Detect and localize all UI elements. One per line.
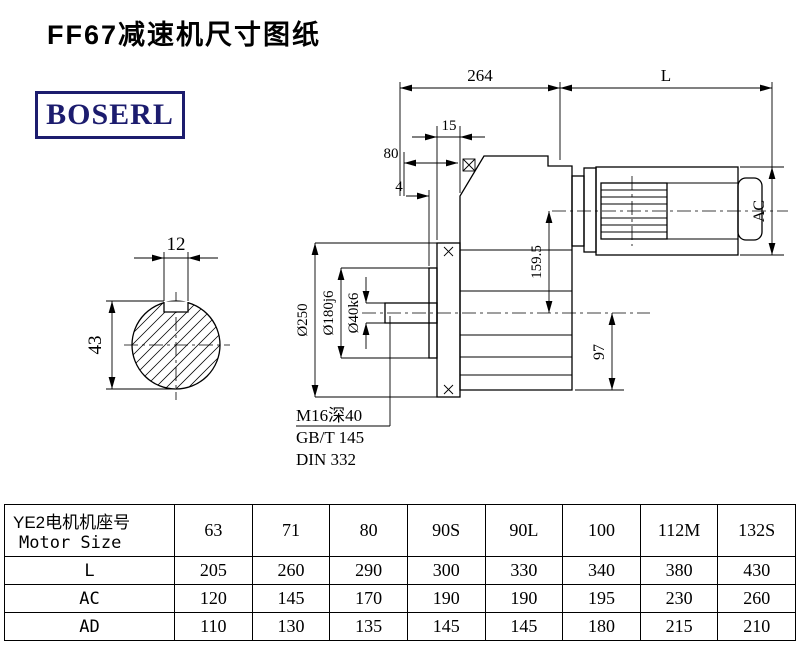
page-title: FF67减速机尺寸图纸 xyxy=(47,20,322,50)
table-cell: 180 xyxy=(562,612,641,641)
table-cell: 130 xyxy=(251,612,331,641)
motor-adapter xyxy=(571,167,597,253)
table-cell: 260 xyxy=(717,584,796,613)
table-cell: 380 xyxy=(639,556,719,585)
thread-note: M16深40 GB/T 145 DIN 332 xyxy=(296,316,391,469)
table-cell: 120 xyxy=(174,584,253,613)
dim-43-label: 43 xyxy=(85,336,106,355)
row-label-L: L xyxy=(4,556,175,585)
table-cell: 145 xyxy=(406,612,486,641)
dim-97-label: 97 xyxy=(591,344,608,360)
table-row-AC: AC 120 145 170 190 190 195 230 260 xyxy=(4,584,796,613)
header-motor-size-en: Motor Size xyxy=(19,533,122,553)
table-cell: 190 xyxy=(406,584,486,613)
table-cell: 330 xyxy=(484,556,564,585)
table-cell: 110 xyxy=(174,612,253,641)
table-cell: 340 xyxy=(562,556,641,585)
header-size-132s: 132S xyxy=(717,504,796,557)
header-size-112m: 112M xyxy=(639,504,719,557)
dim-15-label: 15 xyxy=(442,118,457,134)
header-size-100: 100 xyxy=(562,504,641,557)
header-size-90l: 90L xyxy=(484,504,564,557)
dim-12-label: 12 xyxy=(167,234,186,255)
dia-250-label: Ø250 xyxy=(295,303,311,336)
header-motor-size: YE2电机机座号 Motor Size xyxy=(4,504,175,557)
centerlines xyxy=(124,176,788,400)
table-cell: 135 xyxy=(329,612,408,641)
table-cell: 190 xyxy=(484,584,564,613)
table-header-row: YE2电机机座号 Motor Size 63 71 80 90S 90L 100… xyxy=(4,504,796,557)
table-cell: 145 xyxy=(251,584,331,613)
gearbox-body xyxy=(459,155,573,391)
boserl-logo: BOSERL xyxy=(35,91,185,139)
dia-180-label: Ø180j6 xyxy=(321,290,337,336)
dia-40-label: Ø40k6 xyxy=(346,292,362,333)
dim-159-label: 159.5 xyxy=(529,245,545,279)
row-label-AD: AD xyxy=(4,612,175,641)
row-label-AC: AC xyxy=(4,584,175,613)
table-cell: 260 xyxy=(251,556,331,585)
shaft-end-view xyxy=(131,300,221,390)
header-size-80: 80 xyxy=(329,504,408,557)
dim-4-label: 4 xyxy=(395,179,403,195)
table-cell: 300 xyxy=(406,556,486,585)
table-row-L: L 205 260 290 300 330 340 380 430 xyxy=(4,556,796,585)
thread-note-gb: GB/T 145 xyxy=(296,428,364,447)
table-row-AD: AD 110 130 135 145 145 180 215 210 xyxy=(4,612,796,641)
table-cell: 170 xyxy=(329,584,408,613)
motor-body xyxy=(595,166,763,256)
dim-264-label: 264 xyxy=(467,66,493,85)
output-shaft xyxy=(384,302,438,324)
table-cell: 195 xyxy=(562,584,641,613)
keyway-slot xyxy=(164,301,188,312)
thread-note-din: DIN 332 xyxy=(296,450,356,469)
technical-drawing: 264 L 15 80 4 AC 159.5 97 Ø250 xyxy=(85,66,788,469)
header-size-63: 63 xyxy=(174,504,253,557)
boserl-logo-text: BOSERL xyxy=(46,98,174,131)
table-cell: 205 xyxy=(174,556,253,585)
table-cell: 210 xyxy=(717,612,796,641)
dim-80-label: 80 xyxy=(384,146,399,162)
dimension-lines: 264 L 15 80 4 AC 159.5 97 Ø250 xyxy=(85,66,784,398)
table-cell: 290 xyxy=(329,556,408,585)
header-size-90s: 90S xyxy=(406,504,486,557)
header-motor-size-cn: YE2电机机座号 xyxy=(13,513,131,532)
motor-size-table: YE2电机机座号 Motor Size 63 71 80 90S 90L 100… xyxy=(4,504,796,641)
thread-note-m16: M16深40 xyxy=(296,406,362,425)
table-cell: 145 xyxy=(484,612,564,641)
table-cell: 430 xyxy=(717,556,796,585)
table-cell: 215 xyxy=(639,612,719,641)
dim-L-label: L xyxy=(661,66,671,85)
mounting-flange xyxy=(428,242,461,398)
header-size-71: 71 xyxy=(251,504,331,557)
dim-AC-label: AC xyxy=(751,200,768,222)
table-cell: 230 xyxy=(639,584,719,613)
